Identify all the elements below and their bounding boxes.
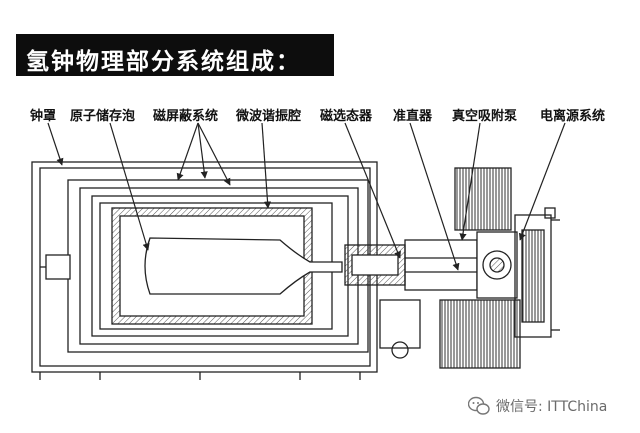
label-ionization-source: 电离源系统	[540, 109, 606, 124]
label-storage-bulb: 原子储存泡	[70, 109, 136, 124]
storage-bulb	[144, 237, 343, 295]
wechat-icon	[468, 396, 490, 415]
ionization-source	[514, 214, 552, 338]
title-bar	[16, 34, 334, 76]
label-collimator: 准直器	[393, 109, 433, 124]
label-magnetic-shield: 磁屏蔽系统	[153, 109, 219, 124]
label-state-selector: 磁选态器	[320, 109, 373, 124]
watermark-text: 微信号: ITTChina	[496, 399, 608, 415]
label-microwave-cavity: 微波谐振腔	[236, 109, 302, 124]
watermark: 微信号: ITTChina	[468, 393, 607, 419]
label-vacuum-pump: 真空吸附泵	[452, 109, 518, 124]
vacuum-pump-upper	[454, 167, 512, 231]
label-bell-jar: 钟罩	[30, 109, 57, 124]
collimator	[404, 239, 478, 291]
diagram-title: 氢钟物理部分系统组成：	[26, 49, 301, 75]
vacuum-pump-lower	[439, 299, 521, 369]
